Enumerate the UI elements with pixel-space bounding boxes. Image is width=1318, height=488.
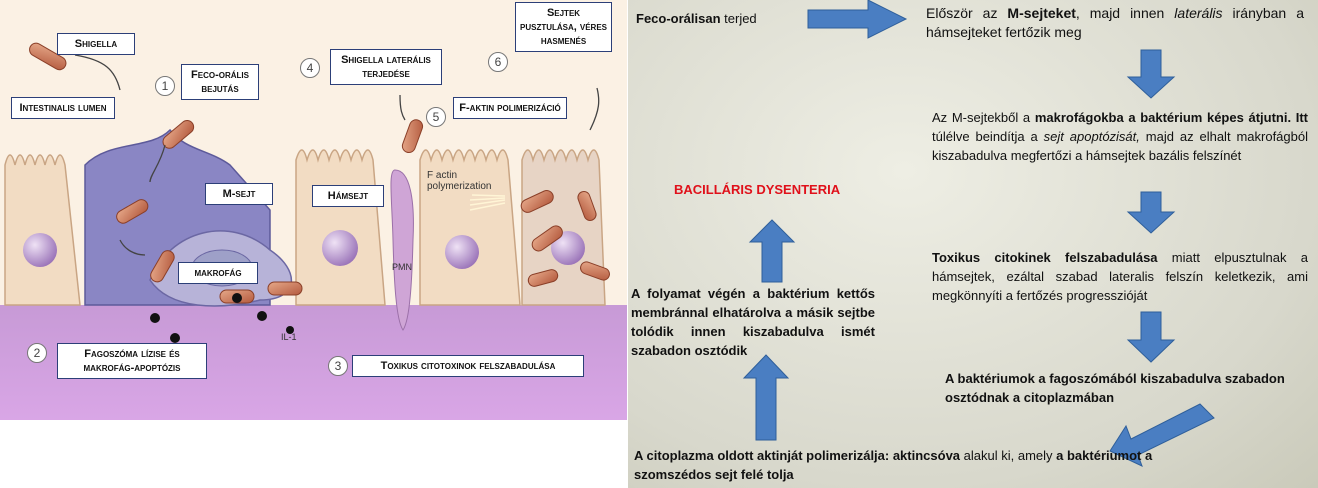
step-number: 5 [426, 107, 446, 127]
flow-box-6: A citoplazma oldott aktinját polimerizál… [634, 448, 1153, 482]
step-number: 2 [27, 343, 47, 363]
step-number: 4 [300, 58, 320, 78]
shigella-infection-figure: F actin polymerization PMN IL-1 Shigella… [0, 0, 627, 420]
label-feco-oralis: Feco-orális bejutás [181, 64, 259, 100]
flow-box-4: Toxikus citokinek felszabadulása miatt e… [932, 250, 1308, 303]
flow-box-1: Feco-orálisan terjed [636, 11, 757, 26]
il1-figure-label: IL-1 [281, 332, 297, 342]
arrow-right [807, 0, 908, 39]
step-number: 3 [328, 356, 348, 376]
flow-box-5: A baktériumok a fagoszómából kiszabadulv… [945, 371, 1285, 405]
pmn-figure-label: PMN [392, 262, 412, 272]
step-number: 1 [155, 76, 175, 96]
arrow-up-2 [748, 219, 796, 283]
label-fagoszoma: Fagoszóma lízise és makrofág-apoptózis [57, 343, 207, 379]
arrow-up-1 [742, 354, 790, 441]
flow-box-7: A folyamat végén a baktérium kettős memb… [631, 286, 875, 358]
step-number: 6 [488, 52, 508, 72]
flow-panel: Feco-orálisan terjed Először az M-sejtek… [628, 0, 1318, 488]
label-shigella: Shigella [57, 33, 135, 55]
process-arrows [74, 54, 600, 256]
cell-nuclei [23, 230, 585, 269]
actin-tail [469, 194, 506, 211]
arrow-down-2 [1126, 191, 1176, 234]
label-f-aktin: F-aktin polimerizáció [453, 97, 567, 119]
pmn-cell [390, 169, 414, 331]
label-intestinalis-lumen: Intestinalis lumen [11, 97, 115, 119]
arrow-down-3 [1126, 311, 1176, 363]
flow-box-2: Először az M-sejteket, majd innen laterá… [926, 5, 1304, 40]
label-hamsejt: Hámsejt [312, 185, 384, 207]
flow-box-3: Az M-sejtekből a makrofágokba a baktériu… [932, 110, 1308, 163]
label-sejtek-pusztulasa: Sejtek pusztulása, véres hasmenés [515, 2, 612, 52]
label-toxikus: Toxikus citotoxinok felszabadulása [352, 355, 584, 377]
factin-figure-label: F actin polymerization [427, 170, 492, 192]
flow-arrows [742, 0, 1215, 467]
diagram-title: BACILLÁRIS DYSENTERIA [674, 182, 841, 197]
label-makrofag: makrofág [178, 262, 258, 284]
label-shigella-lateralis: Shigella laterális terjedése [330, 49, 442, 85]
cytotoxin-dots [150, 293, 294, 343]
arrow-down-1 [1126, 49, 1176, 99]
arrow-diagonal [1109, 403, 1215, 467]
label-m-sejt: M-sejt [205, 183, 273, 205]
